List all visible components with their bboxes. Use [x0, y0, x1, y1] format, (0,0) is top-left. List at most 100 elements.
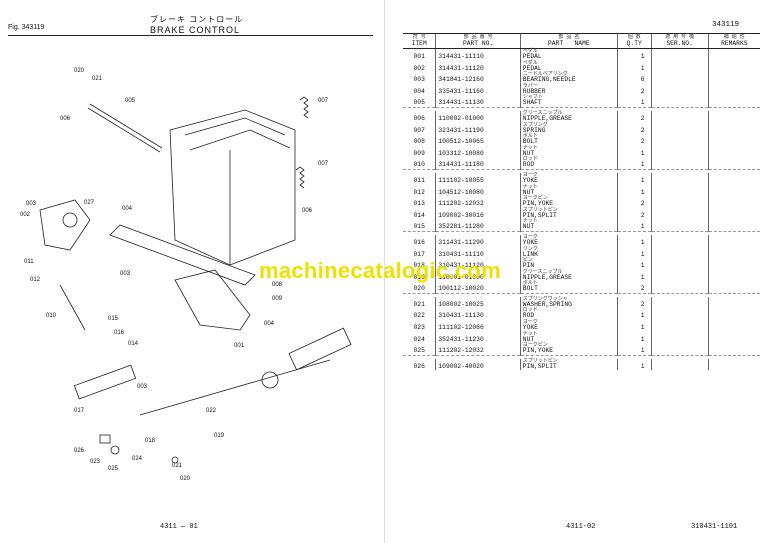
qty-cell: 1: [616, 48, 652, 61]
item-cell: 010: [413, 161, 425, 169]
qty-cell: 1: [616, 60, 652, 73]
figure-label: Fig. 343119: [8, 24, 45, 31]
remarks-cell: [707, 83, 760, 96]
part-no-cell: 335431-11160: [435, 83, 521, 96]
pedal-001: [174, 269, 251, 331]
item-cell: 016: [413, 238, 425, 246]
item-cell: 003: [413, 76, 425, 84]
ser-no-cell: [650, 184, 709, 197]
part-name-kana: ロッド: [522, 307, 538, 314]
qty-cell: 1: [616, 246, 652, 259]
part-name: PIN,YOKE: [522, 347, 554, 355]
qty-cell: 1: [616, 269, 652, 282]
item-cell: 002: [413, 64, 425, 72]
remarks-cell: [707, 122, 760, 135]
part-name-kana: ヨーク: [522, 319, 538, 326]
ser-no-cell: [650, 219, 709, 232]
svg-text:005: 005: [125, 98, 136, 104]
qty-cell: 6: [616, 72, 652, 84]
svg-text:020: 020: [74, 68, 85, 74]
part-no-cell: 311431-11290: [435, 234, 521, 247]
qty-cell: 2: [616, 134, 652, 146]
part-name: BOLT: [522, 285, 538, 293]
qty-cell: 1: [616, 343, 652, 356]
bracket-housing: [169, 109, 296, 266]
ser-no-cell: [650, 157, 709, 170]
part-name: YOKE: [522, 176, 538, 184]
qty-cell: 2: [616, 281, 652, 294]
qty-cell: 1: [616, 358, 652, 371]
part-name-kana: グリースニップル: [522, 109, 563, 116]
part-name-kana: スプリットピン: [522, 357, 558, 364]
svg-text:024: 024: [132, 456, 143, 462]
ser-no-cell: [650, 343, 709, 356]
part-name-kana: ヨークピン: [522, 342, 548, 349]
svg-text:002: 002: [20, 212, 31, 218]
ser-no-cell: [650, 296, 709, 309]
ser-no-cell: [650, 281, 709, 294]
item-cell: 008: [413, 138, 425, 146]
svg-text:010: 010: [46, 313, 57, 319]
part-name: PIN: [522, 262, 535, 270]
ser-no-cell: [650, 207, 709, 220]
part-name-kana: ヨークピン: [522, 195, 548, 202]
part-name-kana: ペダル: [522, 48, 538, 54]
part-no-cell: 110002-01000: [435, 110, 521, 123]
right-footer-ref: 310431-1101: [691, 523, 738, 531]
svg-text:027: 027: [84, 200, 95, 206]
part-no-cell: 323431-11190: [435, 122, 521, 135]
ser-no-cell: [650, 269, 709, 282]
item-cell: 004: [413, 87, 425, 95]
part-name: PIN,SPLIT: [522, 211, 557, 219]
part-no-cell: 352281-11280: [435, 219, 521, 232]
part-no-cell: 310431-11130: [435, 308, 521, 321]
item-cell: 007: [413, 126, 425, 134]
spring-007-top: [299, 96, 309, 119]
item-cell: 024: [413, 335, 425, 343]
svg-text:025: 025: [108, 466, 119, 472]
svg-text:012: 012: [30, 277, 41, 283]
item-cell: 022: [413, 312, 425, 320]
qty-cell: 1: [616, 320, 652, 332]
part-no-cell: 104512-10080: [435, 184, 521, 197]
ser-no-cell: [650, 48, 709, 61]
svg-text:003: 003: [26, 201, 37, 207]
figure-number: 343119: [712, 21, 740, 29]
svg-text:014: 014: [128, 341, 139, 347]
title-rule: [8, 35, 373, 36]
svg-text:007: 007: [318, 161, 329, 167]
part-no-cell: 109002-40020: [435, 358, 521, 371]
valve-body: [288, 327, 352, 371]
svg-text:016: 016: [114, 330, 125, 336]
item-cell: 020: [413, 285, 425, 293]
part-name: YOKE: [522, 238, 538, 246]
part-name-kana: ラバー: [522, 82, 538, 89]
svg-text:019: 019: [214, 433, 225, 439]
ser-no-cell: [650, 134, 709, 146]
remarks-cell: [707, 72, 760, 84]
